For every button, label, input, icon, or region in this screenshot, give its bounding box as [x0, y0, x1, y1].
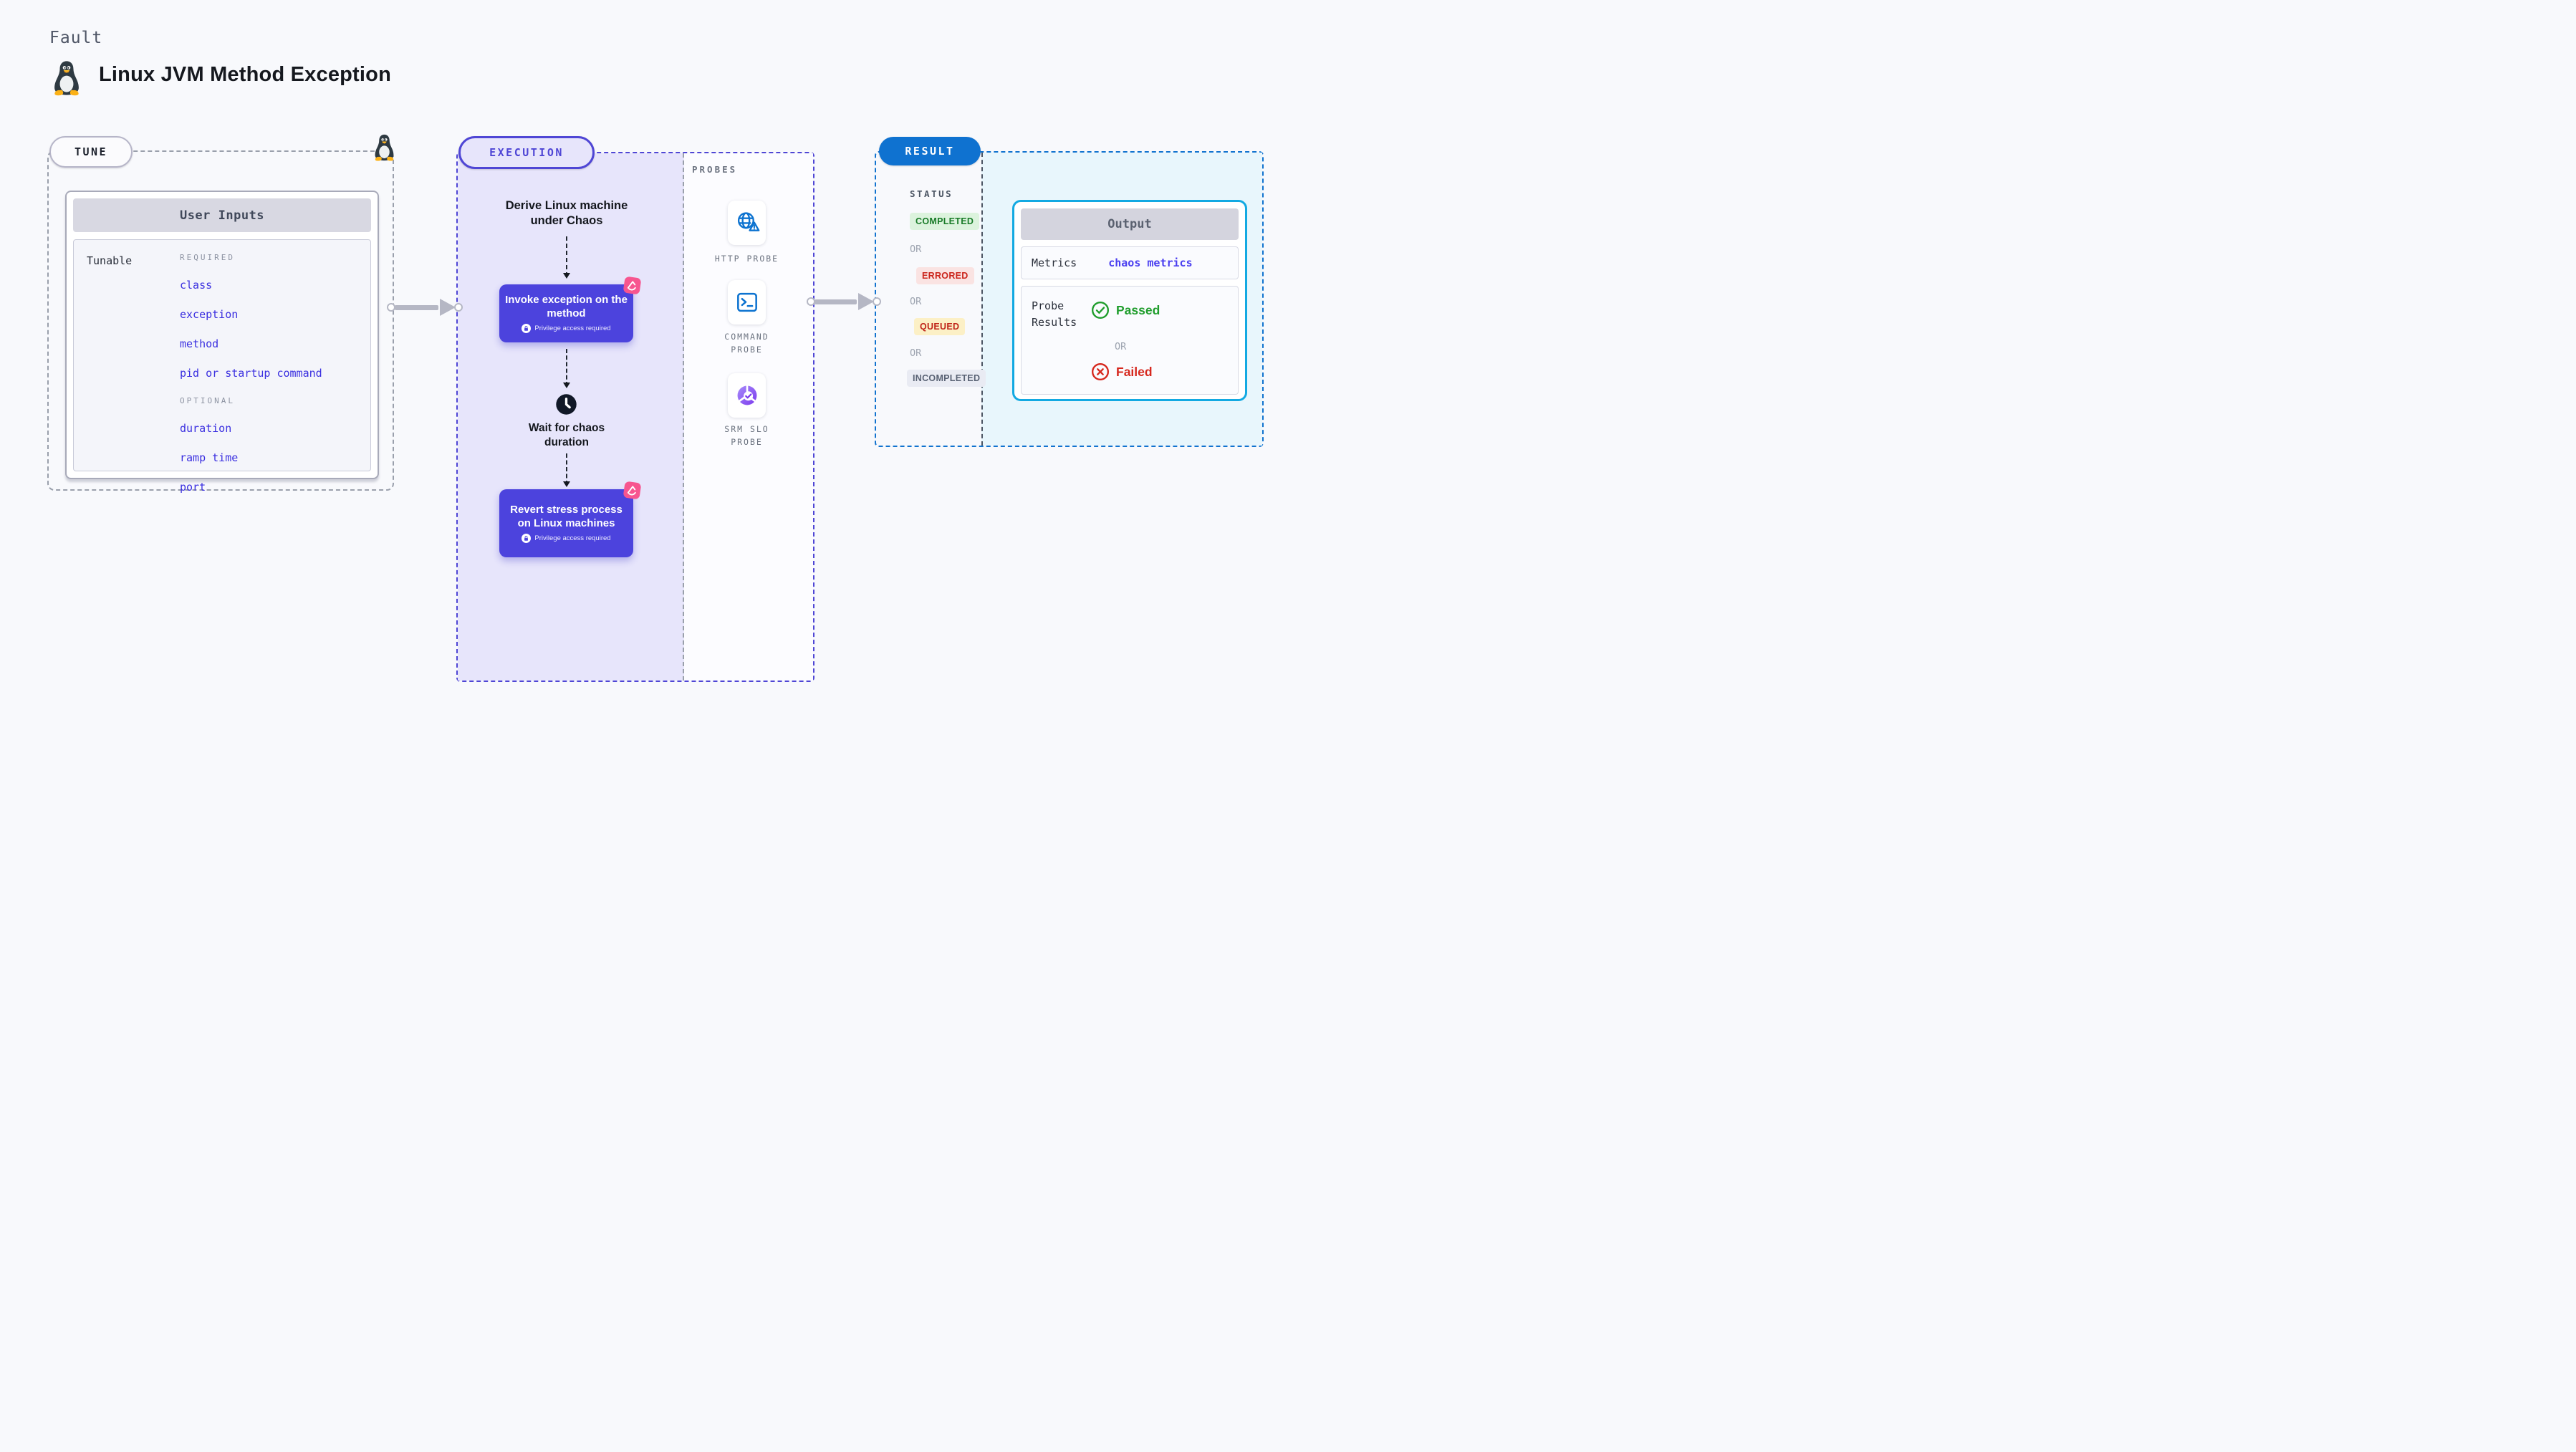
- connector-line: [395, 304, 438, 310]
- or-label: OR: [910, 347, 922, 359]
- step-title: Invoke exception on the method: [505, 294, 628, 319]
- step-title: Revert stress process on Linux machines: [510, 504, 623, 529]
- probe-result-failed: Failed: [1091, 362, 1153, 381]
- linux-tux-icon: [52, 60, 82, 96]
- probe-results-label: Probe Results: [1032, 299, 1077, 329]
- optional-section-label: OPTIONAL: [180, 396, 235, 405]
- param-link-duration[interactable]: duration: [180, 422, 232, 435]
- srm-slo-probe-label: SRM SLO PROBE: [724, 424, 769, 448]
- connector-dot: [454, 303, 463, 312]
- check-circle-icon: [1091, 301, 1110, 319]
- required-section-label: REQUIRED: [180, 253, 235, 262]
- user-inputs-header: User Inputs: [73, 198, 371, 232]
- fault-kicker: Fault: [49, 29, 103, 47]
- privilege-badge: Privilege access required: [522, 534, 611, 543]
- status-heading: STATUS: [910, 188, 953, 199]
- terminal-icon: [734, 289, 761, 316]
- globe-alert-icon: [734, 209, 761, 236]
- step-derive-machine: Derive Linux machine under Chaos: [505, 199, 628, 228]
- metrics-label: Metrics: [1032, 256, 1077, 269]
- chaos-fault-icon: [622, 275, 642, 295]
- chaos-fault-icon: [622, 480, 642, 500]
- srm-slo-probe-card: [728, 373, 766, 418]
- tune-panel: [47, 150, 394, 491]
- execution-steps-area: [458, 153, 684, 681]
- execution-panel: [456, 152, 814, 682]
- connector-dot: [807, 297, 815, 306]
- param-link-method[interactable]: method: [180, 337, 219, 350]
- command-probe-label: COMMAND PROBE: [724, 332, 769, 355]
- chaos-metrics-link[interactable]: chaos metrics: [1108, 256, 1193, 269]
- status-badge-queued: QUEUED: [914, 318, 966, 335]
- passed-label: Passed: [1116, 302, 1160, 317]
- probes-heading: PROBES: [692, 164, 738, 175]
- http-probe-label: HTTP PROBE: [714, 254, 779, 264]
- output-card: Output Metrics chaos metrics Probe Resul…: [1012, 200, 1247, 401]
- privilege-badge-label: Privilege access required: [534, 534, 611, 542]
- flow-arrow-down: [563, 453, 570, 487]
- lock-icon: [522, 534, 531, 543]
- flow-arrow-down: [563, 349, 570, 388]
- user-inputs-table: Tunable REQUIRED class exception method …: [73, 239, 371, 494]
- connector-dot: [873, 297, 881, 306]
- linux-tux-corner-icon: [373, 131, 395, 164]
- step-invoke-exception: Invoke exception on the method Privilege…: [499, 284, 633, 342]
- connector-arrowhead: [440, 299, 456, 316]
- probe-result-passed: Passed: [1091, 301, 1160, 319]
- tune-lane-pill: TUNE: [49, 136, 133, 168]
- param-link-port[interactable]: port: [180, 481, 206, 494]
- status-badge-completed: COMPLETED: [910, 213, 980, 230]
- lock-icon: [522, 324, 531, 333]
- output-header: Output: [1021, 208, 1239, 240]
- http-probe-card: [728, 201, 766, 245]
- param-link-exception[interactable]: exception: [180, 308, 239, 321]
- status-badge-incompleted: INCOMPLETED: [907, 370, 986, 387]
- execution-lane-pill: EXECUTION: [458, 136, 595, 169]
- or-label: OR: [910, 244, 922, 255]
- flow-arrow-down: [563, 236, 570, 279]
- clock-icon: [555, 393, 577, 415]
- tunable-row-label: Tunable: [87, 254, 133, 267]
- param-link-class[interactable]: class: [180, 279, 213, 292]
- param-link-ramp-time[interactable]: ramp time: [180, 451, 239, 464]
- command-probe-card: [728, 280, 766, 324]
- user-inputs-card: User Inputs Tunable REQUIRED class excep…: [65, 191, 379, 494]
- or-label: OR: [910, 296, 922, 307]
- connector-arrowhead: [858, 293, 874, 310]
- privilege-badge-label: Privilege access required: [534, 324, 611, 332]
- privilege-badge: Privilege access required: [522, 324, 611, 333]
- tunable-params-column: REQUIRED class exception method pid or s…: [180, 253, 322, 494]
- status-badge-errored: ERRORED: [916, 267, 974, 284]
- failed-label: Failed: [1116, 364, 1153, 379]
- result-lane-pill: RESULT: [879, 137, 981, 165]
- probe-results-row: Probe Results Passed OR Failed: [1021, 286, 1239, 395]
- slo-donut-icon: [734, 382, 761, 409]
- connector-dot: [387, 303, 395, 312]
- chaos-fault-diagram: Fault Linux JVM Method Exception TUNE Us…: [0, 0, 1288, 726]
- param-link-pid-or-startup-command[interactable]: pid or startup command: [180, 367, 322, 380]
- connector-line: [814, 299, 857, 304]
- x-circle-icon: [1091, 362, 1110, 381]
- step-wait-duration: Wait for chaos duration: [528, 422, 605, 449]
- or-label: OR: [1115, 341, 1127, 352]
- page-title: Linux JVM Method Exception: [99, 63, 391, 86]
- step-revert-stress: Revert stress process on Linux machines …: [499, 489, 633, 557]
- metrics-row: Metrics chaos metrics: [1021, 246, 1239, 279]
